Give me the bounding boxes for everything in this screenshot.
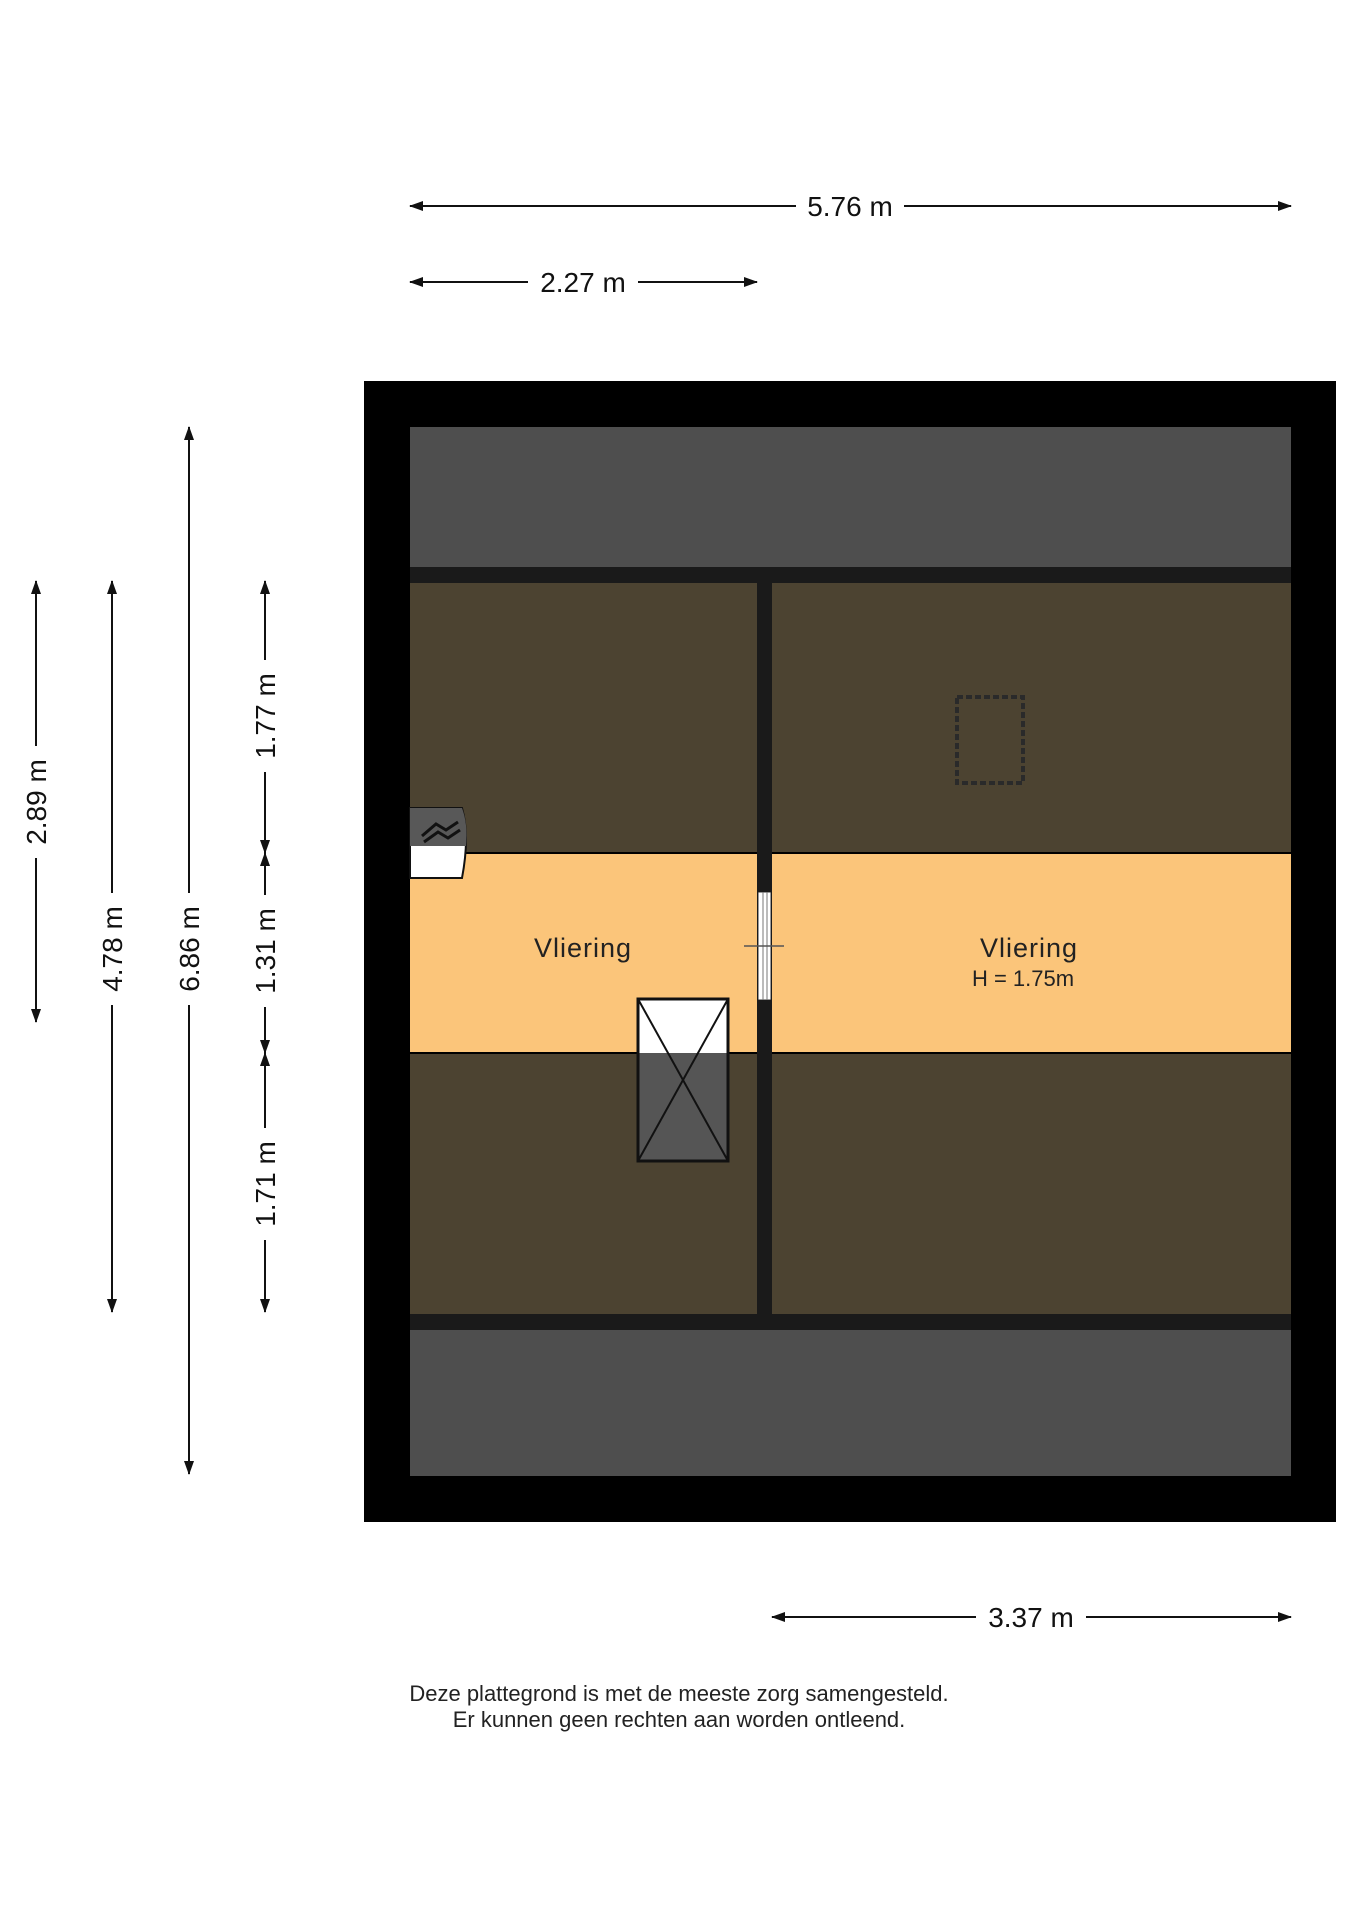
- dim-label-segment-middle: 1.31 m: [250, 908, 281, 994]
- disclaimer-line-2: Er kunnen geen rechten aan worden ontlee…: [452, 1707, 906, 1732]
- low-area-top-left: [410, 583, 757, 853]
- wall-vertical-top: [757, 583, 772, 892]
- dimension-right-width: 3.37 m: [771, 1602, 1292, 1633]
- dimension-total-width: 5.76 m: [409, 191, 1292, 222]
- roof-slope-top: [410, 427, 1291, 567]
- dimension-floor-depth: 4.78 m: [97, 580, 128, 1313]
- disclaimer: Deze plattegrond is met de meeste zorg s…: [0, 1681, 1358, 1733]
- room-vliering-right: [772, 853, 1291, 1054]
- dim-label-floor-depth: 4.78 m: [97, 906, 128, 992]
- dim-label-total-depth: 6.86 m: [174, 906, 205, 992]
- dimension-total-depth: 6.86 m: [174, 426, 205, 1475]
- wall-vertical-bottom: [757, 1000, 772, 1314]
- low-area-top-right: [772, 583, 1291, 853]
- dimension-segment-top: 1.77 m: [250, 580, 281, 854]
- stair-opening: [636, 997, 730, 1163]
- dim-label-upper-depth: 2.89 m: [21, 759, 52, 845]
- building: Vliering Vliering H = 1.75m: [364, 381, 1336, 1522]
- room-label-left: Vliering: [534, 933, 632, 963]
- partition-walls: [410, 567, 1291, 1330]
- chimney-icon: [409, 807, 467, 879]
- disclaimer-line-1: Deze plattegrond is met de meeste zorg s…: [409, 1681, 949, 1706]
- dim-label-total-width: 5.76 m: [807, 191, 893, 222]
- dimension-segment-middle: 1.31 m: [250, 852, 281, 1054]
- room-height-right: H = 1.75m: [972, 966, 1074, 991]
- door-opening: [744, 891, 784, 1001]
- dimension-left-width: 2.27 m: [409, 267, 758, 298]
- wall-upper-band: [410, 567, 1291, 583]
- roof-slope-bottom: [410, 1330, 1291, 1476]
- wall-lower-band: [410, 1314, 1291, 1330]
- dim-label-segment-bottom: 1.71 m: [250, 1141, 281, 1227]
- dim-label-right-width: 3.37 m: [988, 1602, 1074, 1633]
- low-area-bottom-right: [772, 1054, 1291, 1314]
- dimension-upper-depth: 2.89 m: [21, 580, 52, 1023]
- skylight-symbol: [955, 695, 1025, 785]
- room-label-right: Vliering: [980, 933, 1078, 963]
- dim-label-left-width: 2.27 m: [540, 267, 626, 298]
- dimension-segment-bottom: 1.71 m: [250, 1052, 281, 1313]
- dim-label-segment-top: 1.77 m: [250, 673, 281, 759]
